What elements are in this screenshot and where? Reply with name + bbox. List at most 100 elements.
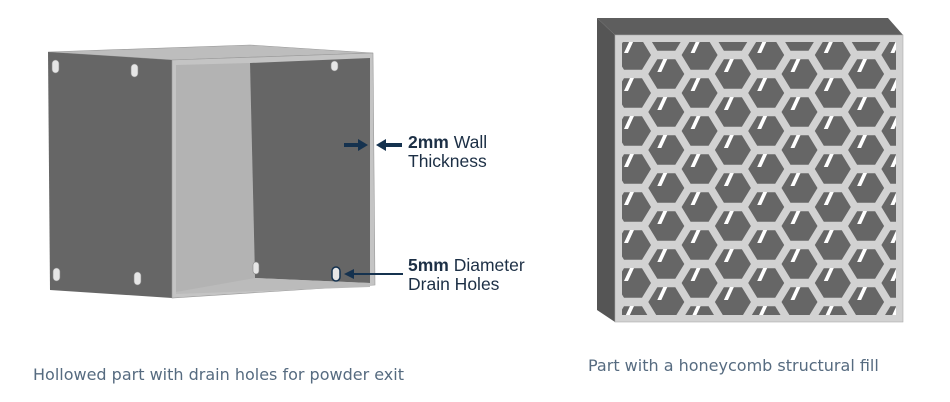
honeycomb-cell: [714, 287, 751, 315]
honeycomb-cell: [781, 97, 818, 127]
honeycomb-cell-highlight: [790, 135, 801, 148]
honeycomb-cell: [814, 42, 851, 70]
honeycomb-cell-highlight: [657, 325, 667, 338]
honeycomb-cell: [915, 59, 950, 89]
honeycomb-cell: [814, 230, 851, 260]
box-floor: [176, 278, 370, 294]
honeycomb-cell-highlight: [692, 306, 701, 315]
wall-thickness-text: Wall: [448, 132, 488, 152]
block-side-face: [597, 18, 615, 322]
honeycomb-cell-highlight: [690, 78, 701, 91]
honeycomb-cell-highlight: [757, 78, 768, 91]
honeycomb-cell: [748, 154, 785, 184]
honeycomb-cell-highlight: [757, 2, 767, 15]
honeycomb-cell-highlight: [690, 230, 701, 243]
honeycomb-cell: [814, 78, 851, 108]
honeycomb-cell-highlight: [823, 78, 834, 91]
honeycomb-cell-highlight: [624, 116, 634, 129]
right-caption: Part with a honeycomb structural fill: [588, 356, 879, 375]
drain-holes: [51, 59, 341, 286]
honeycomb-cell-highlight: [723, 211, 734, 224]
wall-thickness-text-line2: Thickness: [408, 151, 487, 171]
drain-hole-value: 5mm: [408, 255, 449, 275]
honeycomb-cell: [814, 268, 851, 298]
honeycomb-cell: [718, 42, 748, 51]
honeycomb-cell: [785, 42, 814, 51]
honeycomb-cell: [748, 230, 785, 260]
honeycomb-cell-highlight: [757, 42, 767, 53]
honeycomb-cell: [714, 211, 751, 241]
honeycomb-cell: [748, 42, 785, 70]
honeycomb-cell: [648, 325, 684, 355]
honeycomb-cell: [648, 173, 685, 203]
honeycomb-cell: [881, 116, 896, 146]
honeycomb-cell-highlight: [857, 135, 868, 148]
wall-thickness-label: 2mm Wall Thickness: [408, 133, 487, 171]
honeycomb-cell: [881, 154, 896, 184]
honeycomb-cell-highlight: [757, 268, 768, 281]
honeycomb-cell: [915, 135, 950, 165]
honeycomb-cell-highlight: [892, 306, 896, 315]
box-back-wall: [250, 58, 370, 283]
block-top-face: [597, 18, 903, 35]
honeycomb-cell-highlight: [890, 230, 896, 243]
honeycomb-cell-highlight: [823, 116, 834, 129]
honeycomb-cell: [915, 287, 950, 317]
honeycomb-cell: [748, 192, 785, 222]
honeycomb-cell: [681, 268, 718, 298]
wall-thickness-value: 2mm: [408, 132, 449, 152]
honeycomb-cell-highlight: [624, 192, 634, 205]
honeycomb-cell-highlight: [924, 249, 934, 262]
honeycomb-cell: [648, 135, 685, 165]
honeycomb-cell: [881, 78, 896, 108]
honeycomb-cell: [814, 192, 851, 222]
wall-thickness-arrows: [344, 139, 402, 151]
honeycomb-cell-highlight: [790, 173, 801, 186]
honeycomb-cell-highlight: [890, 268, 896, 281]
honeycomb-cell-highlight: [624, 230, 634, 243]
honeycomb-cell-highlight: [690, 116, 701, 129]
honeycomb-cell: [748, 116, 785, 146]
honeycomb-cell: [681, 116, 718, 146]
honeycomb-cell-highlight: [857, 325, 867, 338]
honeycomb-cell-highlight: [890, 116, 896, 129]
honeycomb-cell-highlight: [924, 325, 934, 338]
honeycomb-cell-highlight: [657, 97, 668, 110]
honeycomb-cell-highlight: [823, 154, 834, 167]
honeycomb-cell-highlight: [790, 97, 801, 110]
honeycomb-cell-highlight: [924, 211, 934, 224]
honeycomb-cell-highlight: [624, 2, 634, 15]
honeycomb-cell: [748, 78, 785, 108]
honeycomb-cell-highlight: [790, 287, 801, 300]
honeycomb-cell-highlight: [723, 249, 734, 262]
honeycomb-cell-highlight: [690, 192, 701, 205]
honeycomb-cell: [848, 211, 885, 241]
honeycomb-cell-highlight: [790, 59, 801, 72]
honeycomb-cell: [881, 344, 917, 374]
honeycomb-cell: [651, 42, 681, 51]
honeycomb-cell: [714, 97, 751, 127]
honeycomb-cell: [714, 59, 751, 89]
honeycomb-cell-highlight: [624, 154, 634, 167]
honeycomb-cell-highlight: [857, 287, 868, 300]
honeycomb-cell-highlight: [624, 78, 634, 91]
honeycomb-cell-highlight: [791, 325, 801, 338]
honeycomb-cell: [851, 42, 881, 51]
honeycomb-cell-highlight: [657, 135, 668, 148]
honeycomb-cell-highlight: [857, 211, 868, 224]
honeycomb-cell: [915, 249, 950, 279]
honeycomb-cell-highlight: [757, 116, 768, 129]
honeycomb-cell-highlight: [823, 192, 834, 205]
honeycomb-cell: [848, 173, 885, 203]
honeycomb-cell-highlight: [690, 154, 701, 167]
honeycomb-cell: [648, 59, 685, 89]
honeycomb-cell: [648, 97, 685, 127]
honeycomb-cell: [648, 287, 685, 315]
honeycomb-cell-highlight: [857, 59, 868, 72]
honeycomb-cell: [915, 363, 950, 393]
honeycomb-cell-highlight: [723, 59, 734, 72]
honeycomb-cell: [848, 325, 884, 355]
honeycomb-cell-highlight: [591, 325, 601, 338]
honeycomb-cell-highlight: [757, 192, 768, 205]
